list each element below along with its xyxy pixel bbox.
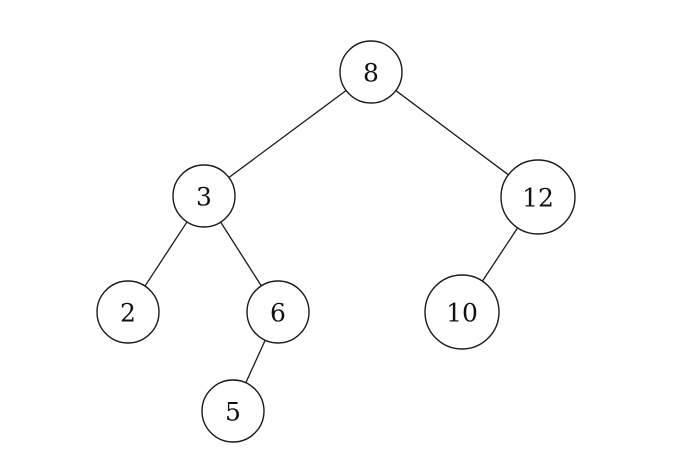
edge-n8-n12 [395,90,509,176]
tree-node-2: 2 [96,280,160,344]
edge-n8-n3 [228,89,347,179]
node-circle [96,280,160,344]
node-circle [201,379,265,443]
node-label: 3 [196,183,212,212]
node-circle [246,280,310,344]
nodes-layer: 8 3 12 2 6 10 5 [96,40,576,443]
tree-node-5: 5 [201,379,265,443]
node-label: 10 [446,299,478,328]
node-circle [172,164,236,228]
node-label: 2 [120,299,136,328]
tree-node-12: 12 [500,159,576,235]
tree-node-8: 8 [339,40,403,104]
node-circle [500,159,576,235]
node-label: 12 [522,184,554,213]
tree-node-3: 3 [172,164,236,228]
node-circle [424,274,500,350]
node-label: 8 [363,59,379,88]
edge-n6-n5 [245,339,266,384]
edge-n3-n6 [220,221,262,287]
node-circle [339,40,403,104]
node-label: 5 [225,398,241,427]
node-label: 6 [270,299,286,328]
tree-node-10: 10 [424,274,500,350]
edge-n12-n10 [481,227,519,282]
edges-layer [144,89,519,384]
edge-n3-n2 [144,221,188,287]
tree-node-6: 6 [246,280,310,344]
